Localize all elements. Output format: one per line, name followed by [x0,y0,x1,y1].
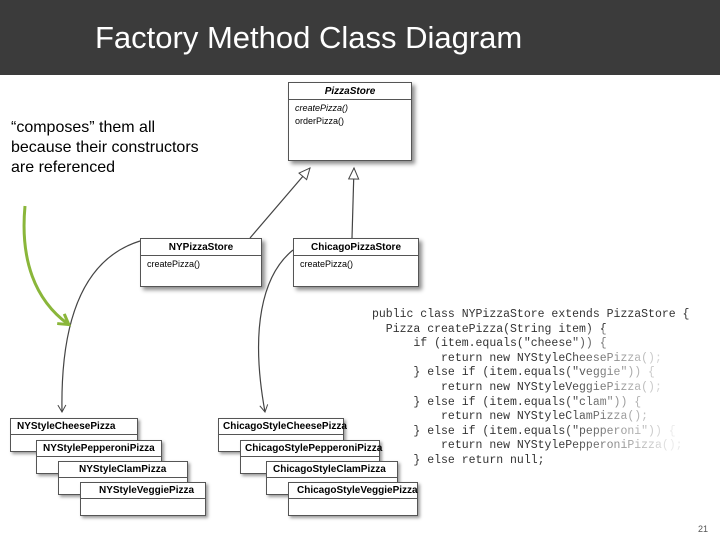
method: createPizza() [300,259,354,269]
code-line: } else return null; [372,453,545,467]
class-name: NYStyleVeggiePizza [81,483,205,499]
class-name: ChicagoStylePepperoniPizza [241,441,382,457]
composes-note: “composes” them all because their constr… [11,118,199,178]
note-line: “composes” them all [11,119,156,136]
ny-pizza-store-class: NYPizzaStore createPizza() [140,238,262,287]
class-name: PizzaStore [289,83,411,100]
chicago-inherits-arrow [347,166,360,239]
class-methods: createPizza() orderPizza() [289,100,411,130]
class-name: ChicagoStyleVeggiePizza [289,483,418,499]
pizza-store-class: PizzaStore createPizza() orderPizza() [288,82,412,161]
code-line: public class NYPizzaStore extends PizzaS… [372,308,690,321]
class-name: ChicagoStyleCheesePizza [219,419,347,435]
title-bar: Factory Method Class Diagram [0,0,720,75]
class-methods: createPizza() [294,256,418,273]
chicago-creates-arrow [257,249,294,413]
class-name: NYPizzaStore [141,239,261,256]
code-fade-overlay [560,330,720,520]
class-name: NYStyleCheesePizza [11,419,137,435]
slide-title: Factory Method Class Diagram [95,20,523,55]
ny-veggie-pizza-class: NYStyleVeggiePizza [80,482,206,516]
page-number: 21 [697,524,708,534]
chicago-pizza-store-class: ChicagoPizzaStore createPizza() [293,238,419,287]
class-name: NYStylePepperoniPizza [37,441,161,457]
ny-creates-arrow [57,240,141,414]
method: createPizza() [295,103,349,113]
ny-inherits-arrow [249,167,311,239]
class-name: NYStyleClamPizza [59,462,187,478]
class-name: ChicagoStyleClamPizza [267,462,397,478]
method: createPizza() [147,259,201,269]
note-line: are referenced [11,159,116,176]
method: orderPizza() [295,116,345,126]
class-methods: createPizza() [141,256,261,273]
note-line: because their constructors [11,139,199,156]
chicago-veggie-pizza-class: ChicagoStyleVeggiePizza [288,482,418,516]
composes-green-arrow [22,205,68,324]
class-name: ChicagoPizzaStore [294,239,418,256]
